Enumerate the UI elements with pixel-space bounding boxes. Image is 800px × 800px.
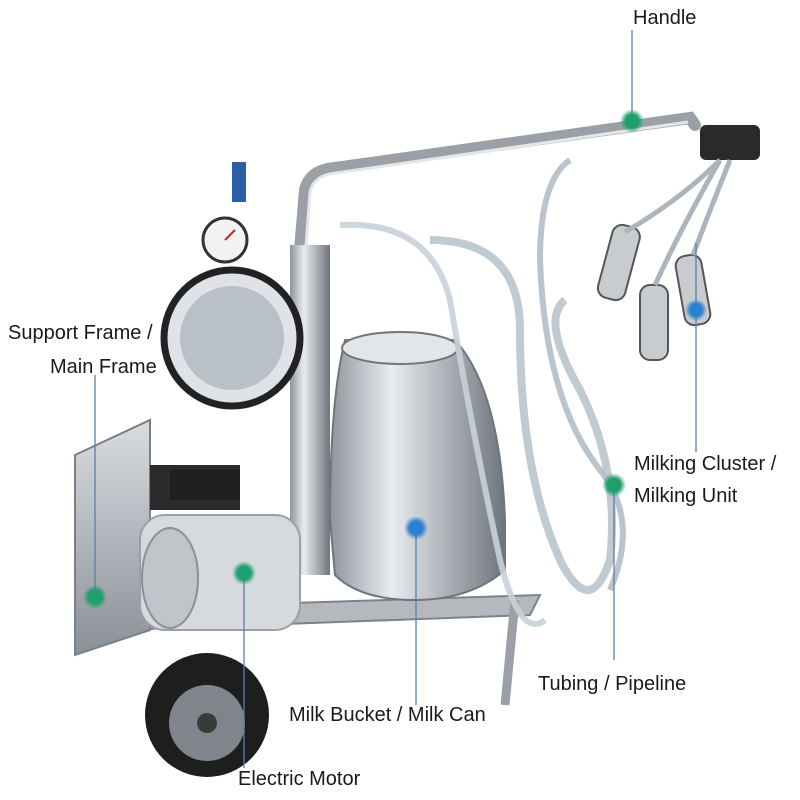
frame-marker (83, 585, 107, 609)
handle-marker (620, 109, 644, 133)
wheel-center (197, 713, 217, 733)
regulator (232, 162, 246, 202)
motor-endcap (141, 527, 199, 629)
support-frame-label-line2: Main Frame (50, 356, 157, 378)
support-leg (500, 599, 520, 706)
cluster-marker (685, 299, 707, 321)
sight-glass-inner (180, 286, 284, 390)
milk-bucket (328, 339, 506, 602)
vacuum-tank-column (290, 245, 330, 575)
tubing-loop-1 (429, 236, 616, 594)
teat-cups (596, 223, 712, 361)
handle-label: Handle (633, 7, 697, 29)
support-frame-label-line1: Support Frame / (8, 322, 153, 344)
tubing-label: Tubing / Pipeline (538, 673, 687, 695)
motor-marker (232, 561, 256, 585)
side-panel (74, 418, 151, 657)
handle-bar (294, 111, 701, 256)
tubing-marker (602, 473, 626, 497)
milk-bucket-lid (341, 331, 459, 365)
claw (700, 125, 760, 160)
tubing-loop-2 (339, 221, 547, 627)
tubing-loop-3 (536, 157, 626, 592)
gauge-needle (224, 229, 236, 241)
handle-bar-highlight (304, 120, 689, 247)
milk-bucket-label: Milk Bucket / Milk Can (289, 704, 486, 726)
milking-cluster-label-line1: Milking Cluster / (634, 453, 777, 475)
vacuum-pump (170, 470, 240, 500)
leader-lines (94, 30, 697, 768)
electric-motor-label: Electric Motor (238, 768, 361, 790)
bucket-marker (404, 516, 428, 540)
milking-cluster-label-line2: Milking Unit (634, 485, 738, 507)
